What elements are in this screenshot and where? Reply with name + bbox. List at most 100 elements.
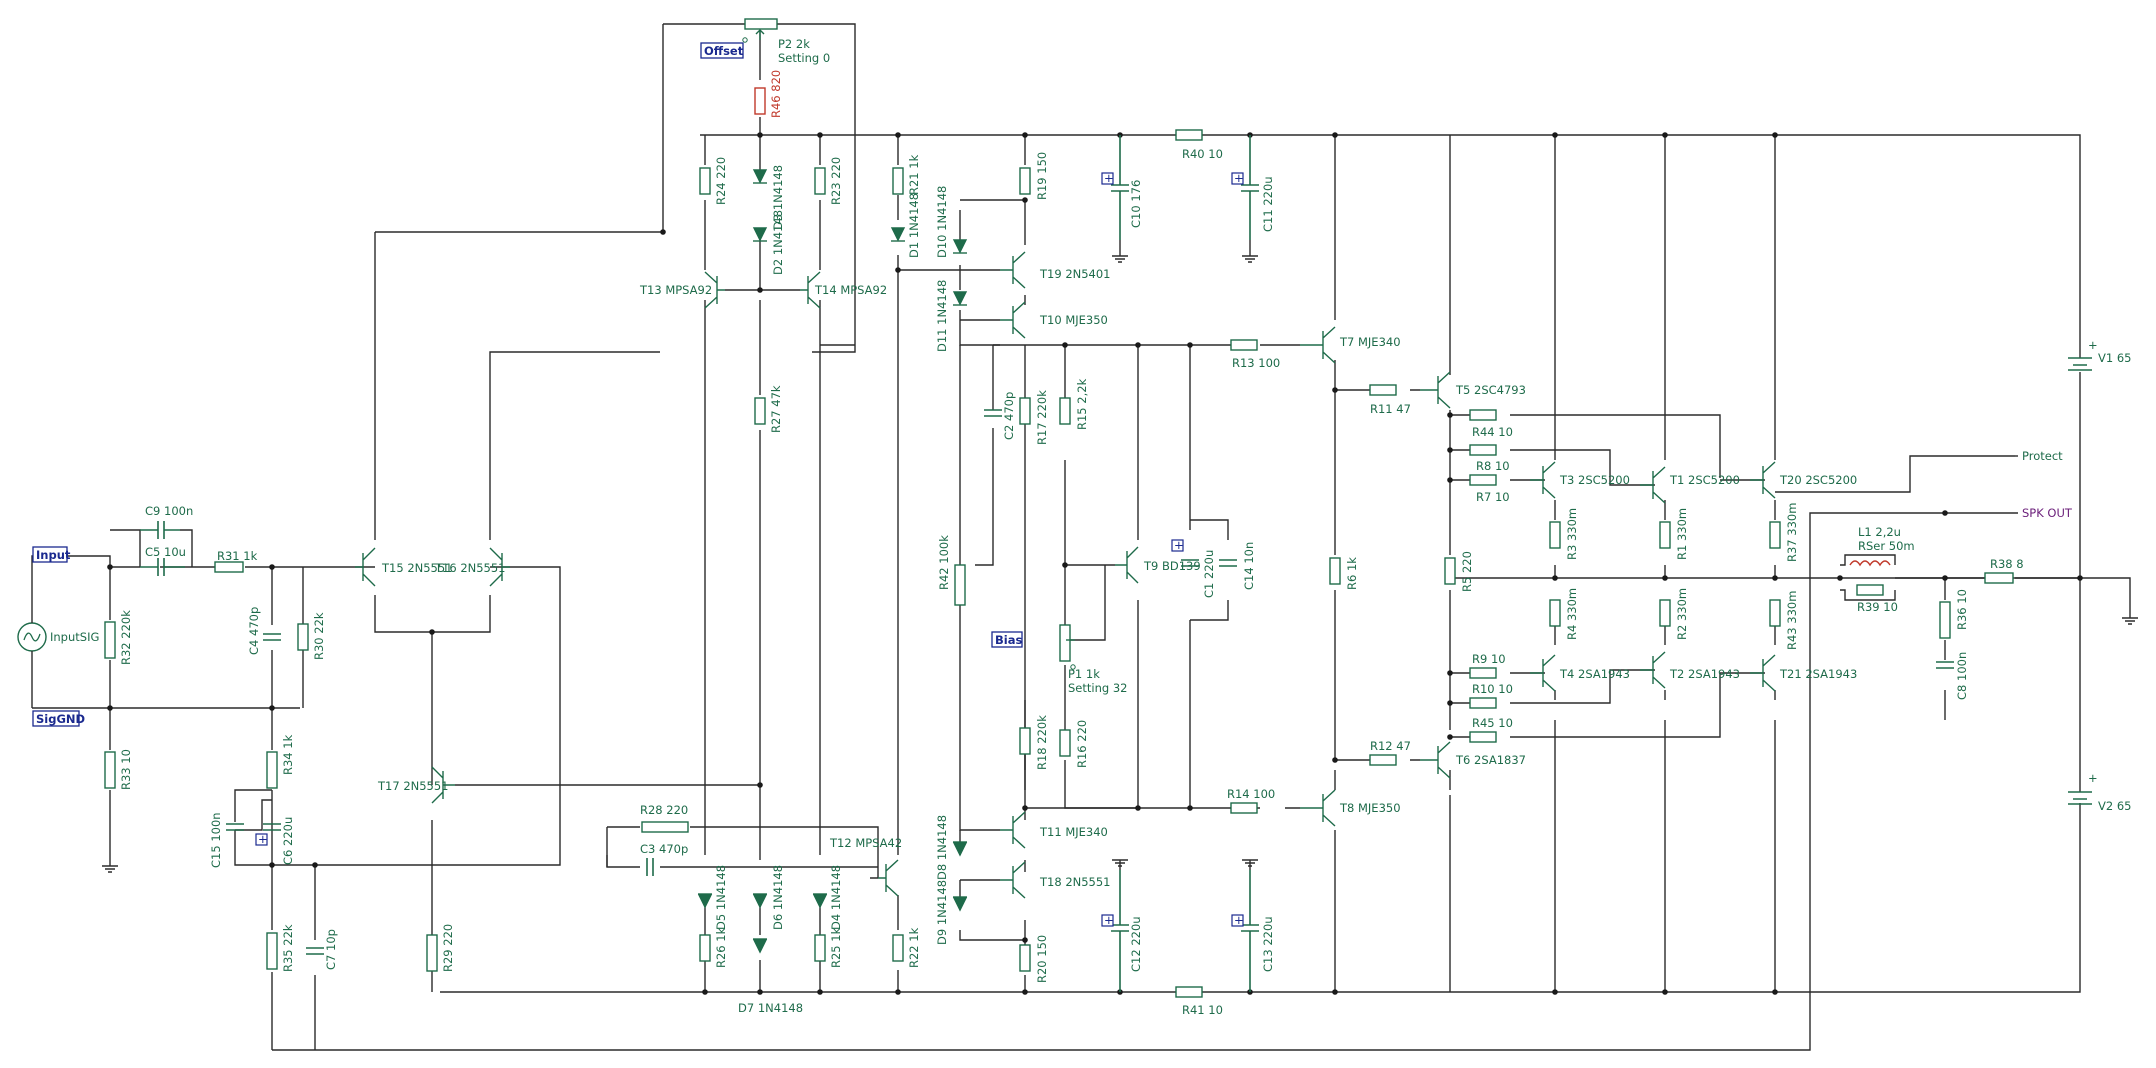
svg-text:R36 10: R36 10 [1955, 589, 1969, 630]
port-protect: Protect [2015, 449, 2063, 463]
svg-text:T1 2SC5200: T1 2SC5200 [1669, 473, 1740, 487]
wires [31, 23, 2131, 1051]
source-v2: + V2 65 [2068, 771, 2131, 813]
svg-text:R42 100k: R42 100k [937, 535, 951, 590]
svg-text:R21 1k: R21 1k [907, 154, 921, 195]
svg-text:+: + [2088, 771, 2098, 785]
svg-text:Bias: Bias [995, 633, 1022, 647]
svg-text:D1 1N4148: D1 1N4148 [907, 193, 921, 258]
svg-text:R4 330m: R4 330m [1565, 588, 1579, 640]
port-input: Input [32, 546, 71, 563]
port-spk-out: SPK OUT [1960, 506, 2073, 520]
svg-text:R37 330m: R37 330m [1785, 503, 1799, 562]
svg-text:T4 2SA1943: T4 2SA1943 [1559, 667, 1630, 681]
port-bias: Bias [991, 631, 1023, 648]
svg-text:T18 2N5551: T18 2N5551 [1039, 875, 1111, 889]
svg-text:R27 47k: R27 47k [769, 385, 783, 433]
svg-text:D8 1N4148: D8 1N4148 [935, 815, 949, 880]
svg-text:C12 220u: C12 220u [1129, 916, 1143, 972]
svg-text:R32 220k: R32 220k [119, 610, 133, 665]
svg-text:T17 2N5551: T17 2N5551 [377, 779, 449, 793]
svg-text:Offset: Offset [704, 44, 744, 58]
source-v1: + V1 65 [2068, 338, 2131, 371]
svg-text:RSer 50m: RSer 50m [1858, 539, 1915, 553]
svg-text:R10 10: R10 10 [1472, 682, 1513, 696]
svg-text:+: + [1104, 171, 1114, 185]
svg-text:R43 330m: R43 330m [1785, 591, 1799, 650]
transistors: T15 2N5551 T16 2N5551 T17 2N5551 T13 MPS… [355, 251, 1857, 899]
svg-text:C9 100n: C9 100n [145, 504, 193, 518]
svg-text:R5 220: R5 220 [1460, 551, 1474, 592]
svg-text:R44 10: R44 10 [1472, 425, 1513, 439]
pot-p2: P2 2k Setting 0 [742, 18, 830, 65]
svg-text:T13 MPSA92: T13 MPSA92 [639, 283, 712, 297]
svg-text:T6 2SA1837: T6 2SA1837 [1455, 753, 1526, 767]
svg-text:+: + [2088, 338, 2098, 352]
svg-text:Setting 0: Setting 0 [778, 51, 830, 65]
junction-dots [107, 132, 2083, 995]
svg-text:R46 820: R46 820 [769, 70, 783, 118]
svg-text:R22 1k: R22 1k [907, 927, 921, 968]
svg-text:R1 330m: R1 330m [1675, 508, 1689, 560]
diodes: D3 1N4148 D2 1N4148 D1 1N4148 D10 1N4148… [697, 165, 968, 1015]
svg-text:D4 1N4148: D4 1N4148 [829, 865, 843, 930]
capacitors: C9 100n C5 10u C4 470p C15 100n + C6 220… [140, 135, 1969, 992]
svg-text:R41 10: R41 10 [1182, 1003, 1223, 1017]
svg-text:R18 220k: R18 220k [1035, 715, 1049, 770]
svg-text:+: + [1104, 913, 1114, 927]
svg-text:R45 10: R45 10 [1472, 716, 1513, 730]
svg-text:InputSIG: InputSIG [50, 630, 99, 644]
svg-text:R24 220: R24 220 [714, 157, 728, 205]
svg-text:C11 220u: C11 220u [1261, 176, 1275, 232]
svg-text:R30 22k: R30 22k [312, 612, 326, 660]
svg-text:T10 MJE350: T10 MJE350 [1039, 313, 1108, 327]
svg-text:R40 10: R40 10 [1182, 147, 1223, 161]
svg-text:D7 1N4148: D7 1N4148 [738, 1001, 803, 1015]
svg-text:V2 65: V2 65 [2098, 799, 2131, 813]
svg-text:T20 2SC5200: T20 2SC5200 [1779, 473, 1857, 487]
svg-text:R39 10: R39 10 [1857, 600, 1898, 614]
svg-text:D10 1N4148: D10 1N4148 [935, 186, 949, 258]
svg-text:R6 1k: R6 1k [1345, 557, 1359, 590]
inductor-l1: L1 2,2u RSer 50m [1849, 525, 1915, 567]
svg-text:Setting 32: Setting 32 [1068, 681, 1127, 695]
svg-text:C14 10n: C14 10n [1242, 542, 1256, 590]
svg-text:T7 MJE340: T7 MJE340 [1339, 335, 1401, 349]
svg-text:T5 2SC4793: T5 2SC4793 [1455, 383, 1526, 397]
svg-text:R23 220: R23 220 [829, 157, 843, 205]
svg-text:R12 47: R12 47 [1370, 739, 1411, 753]
svg-text:D11 1N4148: D11 1N4148 [935, 280, 949, 352]
svg-text:Protect: Protect [2022, 449, 2063, 463]
svg-text:+: + [1234, 913, 1244, 927]
svg-text:R14 100: R14 100 [1227, 787, 1275, 801]
svg-text:T16 2N5551: T16 2N5551 [434, 561, 506, 575]
svg-text:C3 470p: C3 470p [640, 842, 688, 856]
svg-text:D5 1N4148: D5 1N4148 [714, 865, 728, 930]
svg-text:R2 330m: R2 330m [1675, 588, 1689, 640]
port-offset: Offset [700, 42, 744, 59]
svg-text:R15 2,2k: R15 2,2k [1075, 378, 1089, 430]
svg-text:T21 2SA1943: T21 2SA1943 [1779, 667, 1857, 681]
svg-text:C7 10p: C7 10p [324, 929, 338, 970]
svg-text:SigGND: SigGND [36, 712, 85, 726]
svg-text:T9 BD139: T9 BD139 [1143, 559, 1201, 573]
svg-text:T19 2N5401: T19 2N5401 [1039, 267, 1111, 281]
svg-text:R38 8: R38 8 [1990, 557, 2024, 571]
svg-text:R8 10: R8 10 [1476, 459, 1510, 473]
svg-text:R29 220: R29 220 [441, 924, 455, 972]
svg-text:T8 MJE350: T8 MJE350 [1339, 801, 1401, 815]
svg-text:T15 2N5551: T15 2N5551 [381, 561, 453, 575]
svg-text:D6 1N4148: D6 1N4148 [771, 865, 785, 930]
svg-text:R20 150: R20 150 [1035, 935, 1049, 983]
svg-text:C2 470p: C2 470p [1002, 392, 1016, 440]
svg-text:+: + [258, 832, 268, 846]
pot-p1: P1 1k Setting 32 [1059, 624, 1127, 695]
svg-text:+: + [1174, 538, 1184, 552]
svg-text:R34 1k: R34 1k [281, 734, 295, 775]
svg-text:C8 100n: C8 100n [1955, 652, 1969, 700]
svg-text:R16 220: R16 220 [1075, 720, 1089, 768]
svg-text:T2 2SA1943: T2 2SA1943 [1669, 667, 1740, 681]
svg-text:R25 1k: R25 1k [829, 927, 843, 968]
svg-text:V1 65: V1 65 [2098, 351, 2131, 365]
